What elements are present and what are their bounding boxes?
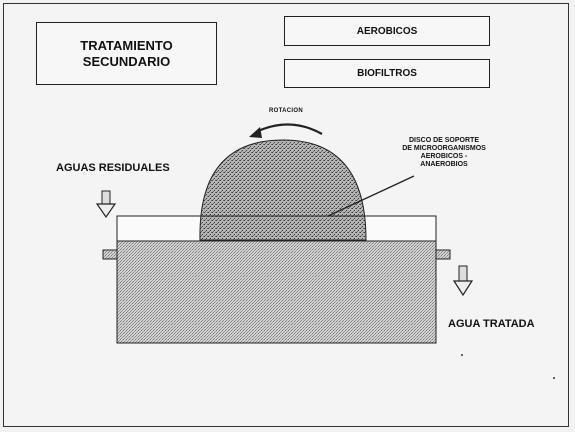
aerobicos-label: AEROBICOS — [356, 25, 418, 37]
disc-label-line-4: ANAEROBIOS — [420, 161, 468, 168]
outlet-pipe — [435, 249, 451, 260]
title-line-2: SECUNDARIO — [82, 53, 171, 69]
title-box: TRATAMIENTO SECUNDARIO — [36, 22, 217, 85]
rotation-arrowhead — [249, 127, 262, 138]
inflow-label: AGUAS RESIDUALES — [56, 162, 170, 174]
speck — [461, 354, 463, 356]
tank-water — [116, 240, 437, 344]
title-line-1: TRATAMIENTO — [80, 37, 173, 53]
disc-label-line-3: AEROBICOS - — [420, 153, 468, 160]
disc-label-line-2: DE MICROORGANISMOS — [402, 145, 486, 152]
biofiltros-label: BIOFILTROS — [357, 68, 417, 79]
disc-label-line-1: DISCO DE SOPORTE — [408, 137, 479, 144]
aerobicos-box: AEROBICOS — [284, 16, 490, 46]
biofiltros-box: BIOFILTROS — [284, 59, 490, 88]
disc-label: DISCO DE SOPORTE DE MICROORGANISMOS AERO… — [399, 137, 489, 169]
outflow-label: AGUA TRATADA — [448, 318, 535, 330]
inlet-pipe — [102, 249, 118, 260]
disc-pointer-line — [327, 175, 415, 217]
support-disc — [199, 139, 367, 241]
rotation-label: ROTACION — [269, 108, 303, 114]
inflow-arrow — [95, 190, 117, 219]
rotation-arrow — [255, 123, 323, 135]
speck — [553, 377, 555, 379]
outflow-arrow — [452, 265, 474, 297]
